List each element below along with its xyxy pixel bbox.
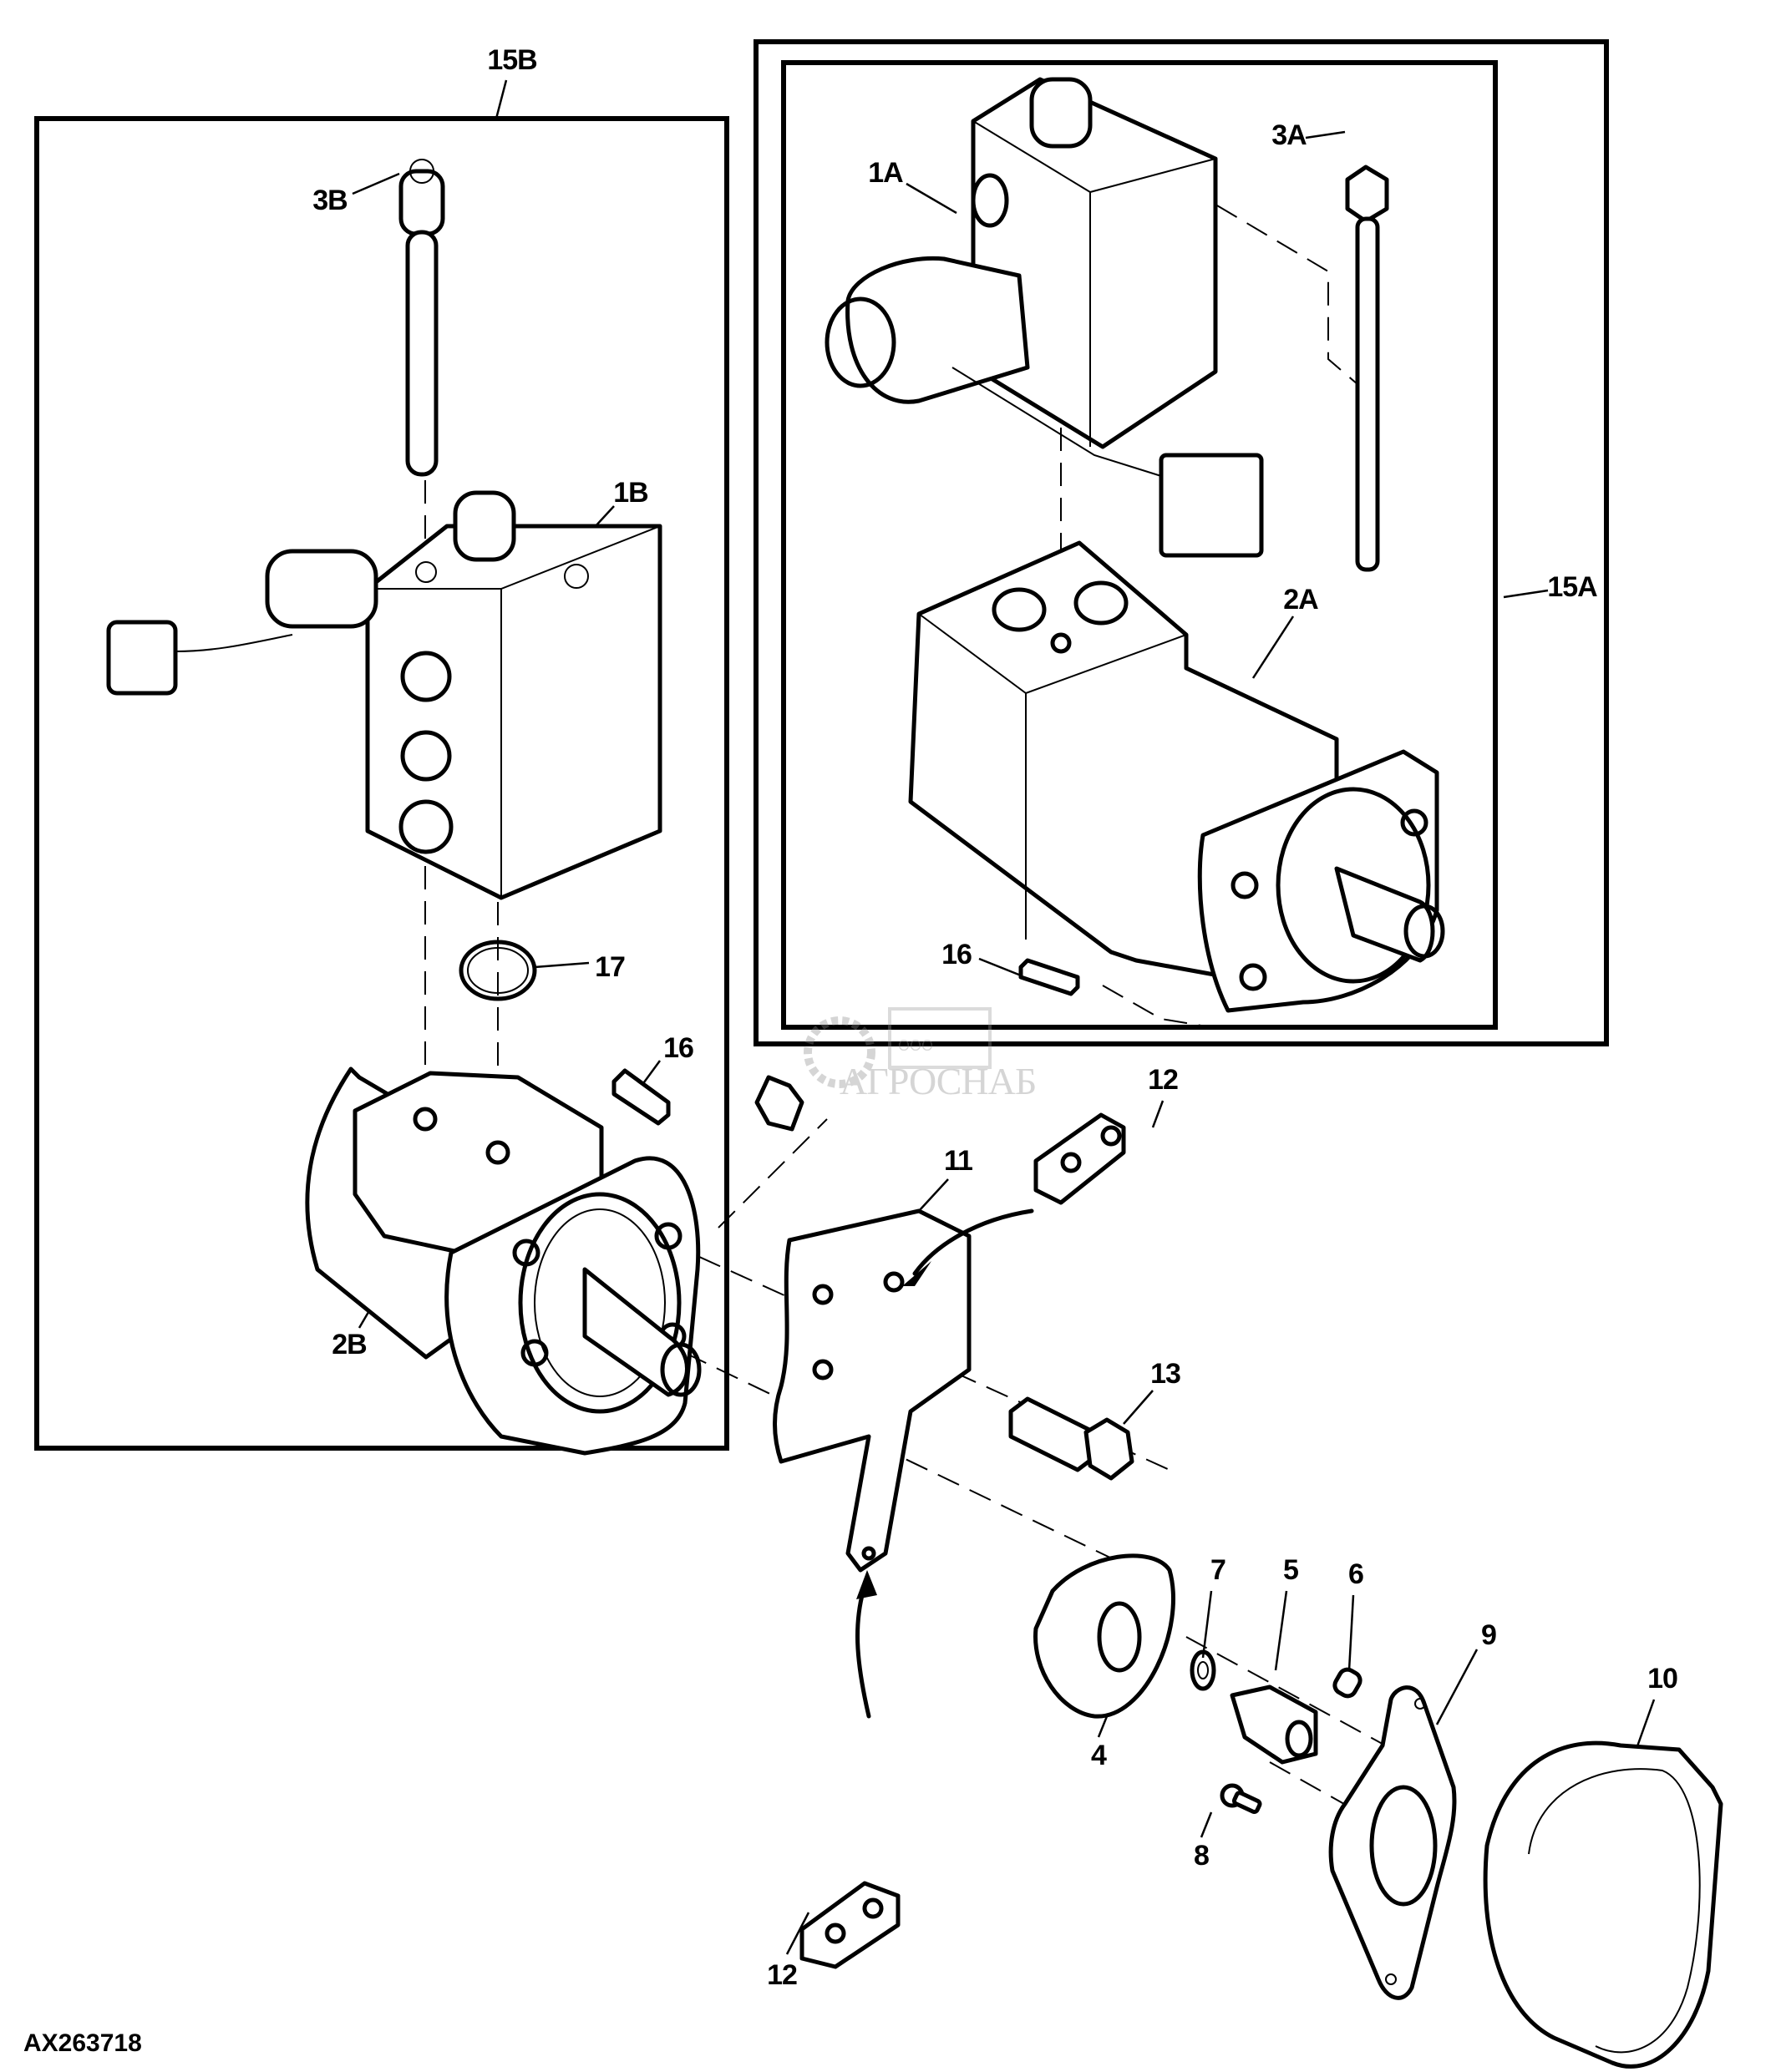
callout-3B: 3B (312, 185, 348, 216)
callout-6: 6 (1348, 1558, 1364, 1590)
group-box-15A-outer (754, 39, 1609, 1046)
callout-2B: 2B (332, 1329, 367, 1360)
group-box-15B (34, 116, 729, 1451)
part-8-screw (1220, 1783, 1262, 1815)
callout-1A: 1A (868, 157, 903, 189)
callout-16-right: 16 (941, 939, 972, 970)
part-1A-solenoid-valve (825, 77, 1264, 558)
callout-9: 9 (1481, 1619, 1497, 1651)
watermark-gear-icon (804, 1007, 992, 1088)
callout-12-top: 12 (1148, 1064, 1179, 1096)
part-5-hub (1230, 1684, 1318, 1765)
part-4-sprocket-disc (1033, 1553, 1175, 1719)
part-12-clip-bottom (799, 1881, 901, 1969)
part-9-gasket-plate (1328, 1685, 1457, 2000)
part-10-cover (1483, 1740, 1723, 2069)
part-13-hex-bolt (1008, 1396, 1134, 1481)
callout-10: 10 (1647, 1663, 1678, 1695)
figure-id: AX263718 (23, 2029, 142, 2057)
part-1B-valve-block (106, 490, 662, 900)
part-6-set-screw (1332, 1667, 1362, 1699)
callout-8: 8 (1194, 1840, 1210, 1872)
callout-12-bottom: 12 (767, 1959, 798, 1991)
callout-1B: 1B (613, 477, 648, 509)
callout-16-left: 16 (663, 1032, 694, 1064)
watermark-prefix: ООО (898, 1037, 934, 1054)
watermark-name: АГРОСНАБ (840, 1060, 1037, 1102)
part-3B-cap-screw (398, 159, 445, 477)
callout-11: 11 (944, 1145, 973, 1177)
callout-15A: 15A (1547, 571, 1597, 603)
part-16-key-right (1018, 958, 1080, 996)
group-box-15A-inner (781, 60, 1498, 1030)
callout-15B: 15B (487, 44, 537, 76)
part-2A-hydraulic-motor (908, 540, 1445, 1013)
callout-3A: 3A (1271, 119, 1307, 151)
part-2B-hydraulic-motor (305, 1066, 702, 1456)
part-12-clip-top (1033, 1112, 1126, 1205)
part-17-o-ring (459, 940, 537, 1001)
callout-13: 13 (1150, 1358, 1181, 1390)
callout-2A: 2A (1283, 584, 1318, 616)
part-16-key-left (611, 1068, 671, 1126)
callout-4: 4 (1091, 1740, 1107, 1771)
part-11-mounting-bracket (773, 1208, 1034, 1719)
part-7-washer (1190, 1649, 1216, 1691)
callout-7: 7 (1210, 1554, 1226, 1586)
part-hex-nut (754, 1075, 804, 1132)
watermark-logo: ООО АГРОСНАБ (798, 1002, 1037, 1111)
callout-5: 5 (1283, 1554, 1299, 1586)
part-3A-hex-bolt (1345, 165, 1389, 572)
callout-17: 17 (595, 951, 626, 983)
